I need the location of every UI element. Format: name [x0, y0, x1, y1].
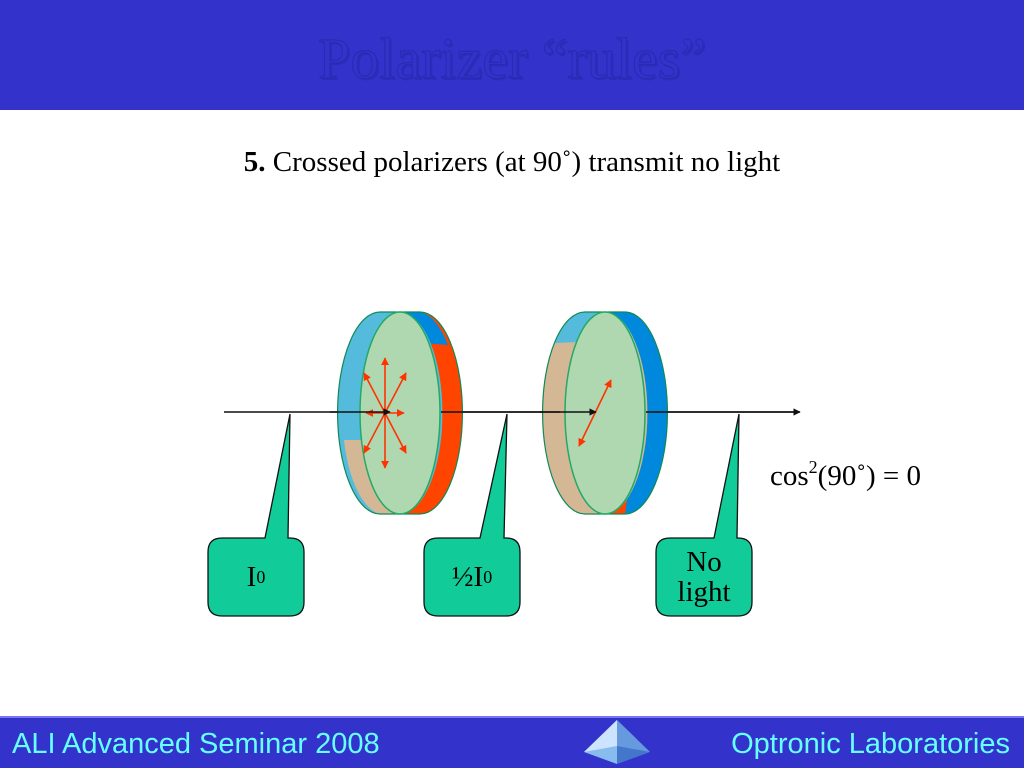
- callout-output-shape: [655, 413, 753, 617]
- formula-suffix: (90˚) = 0: [817, 460, 921, 492]
- second-polarizer-face: [564, 311, 646, 515]
- formula-prefix: cos: [770, 460, 809, 492]
- unpolarized-light-arrows: [363, 357, 407, 469]
- first-polarizer: [330, 311, 464, 515]
- formula-exponent: 2: [808, 457, 818, 477]
- callout-half-shape: [423, 413, 521, 617]
- intensity-symbol: I: [246, 561, 257, 593]
- rule-statement: 5. Crossed polarizers (at 90˚) transmit …: [0, 142, 1024, 182]
- header-band: [0, 0, 1024, 110]
- rule-text: Crossed polarizers (at 90˚) transmit no …: [265, 146, 781, 178]
- malus-law-formula: cos2(90˚) = 0: [770, 456, 921, 496]
- half-intensity-symbol: ½I: [451, 561, 484, 593]
- footer-company-name: Optronic Laboratories: [731, 728, 1010, 760]
- no-light-line2: light: [677, 576, 731, 608]
- no-light-line1: No: [686, 546, 722, 578]
- footer-band: [0, 716, 1024, 768]
- footer-seminar-name: ALI Advanced Seminar 2008: [12, 728, 380, 760]
- slide-title: Polarizer “rules”: [317, 25, 707, 91]
- callout-input-shape: [207, 413, 305, 617]
- polarized-light-arrow: [594, 379, 612, 414]
- pyramid-logo-icon: [584, 720, 650, 764]
- rule-number: 5.: [243, 146, 266, 178]
- second-polarizer: [540, 311, 669, 515]
- callout-output-label: No light: [656, 538, 752, 616]
